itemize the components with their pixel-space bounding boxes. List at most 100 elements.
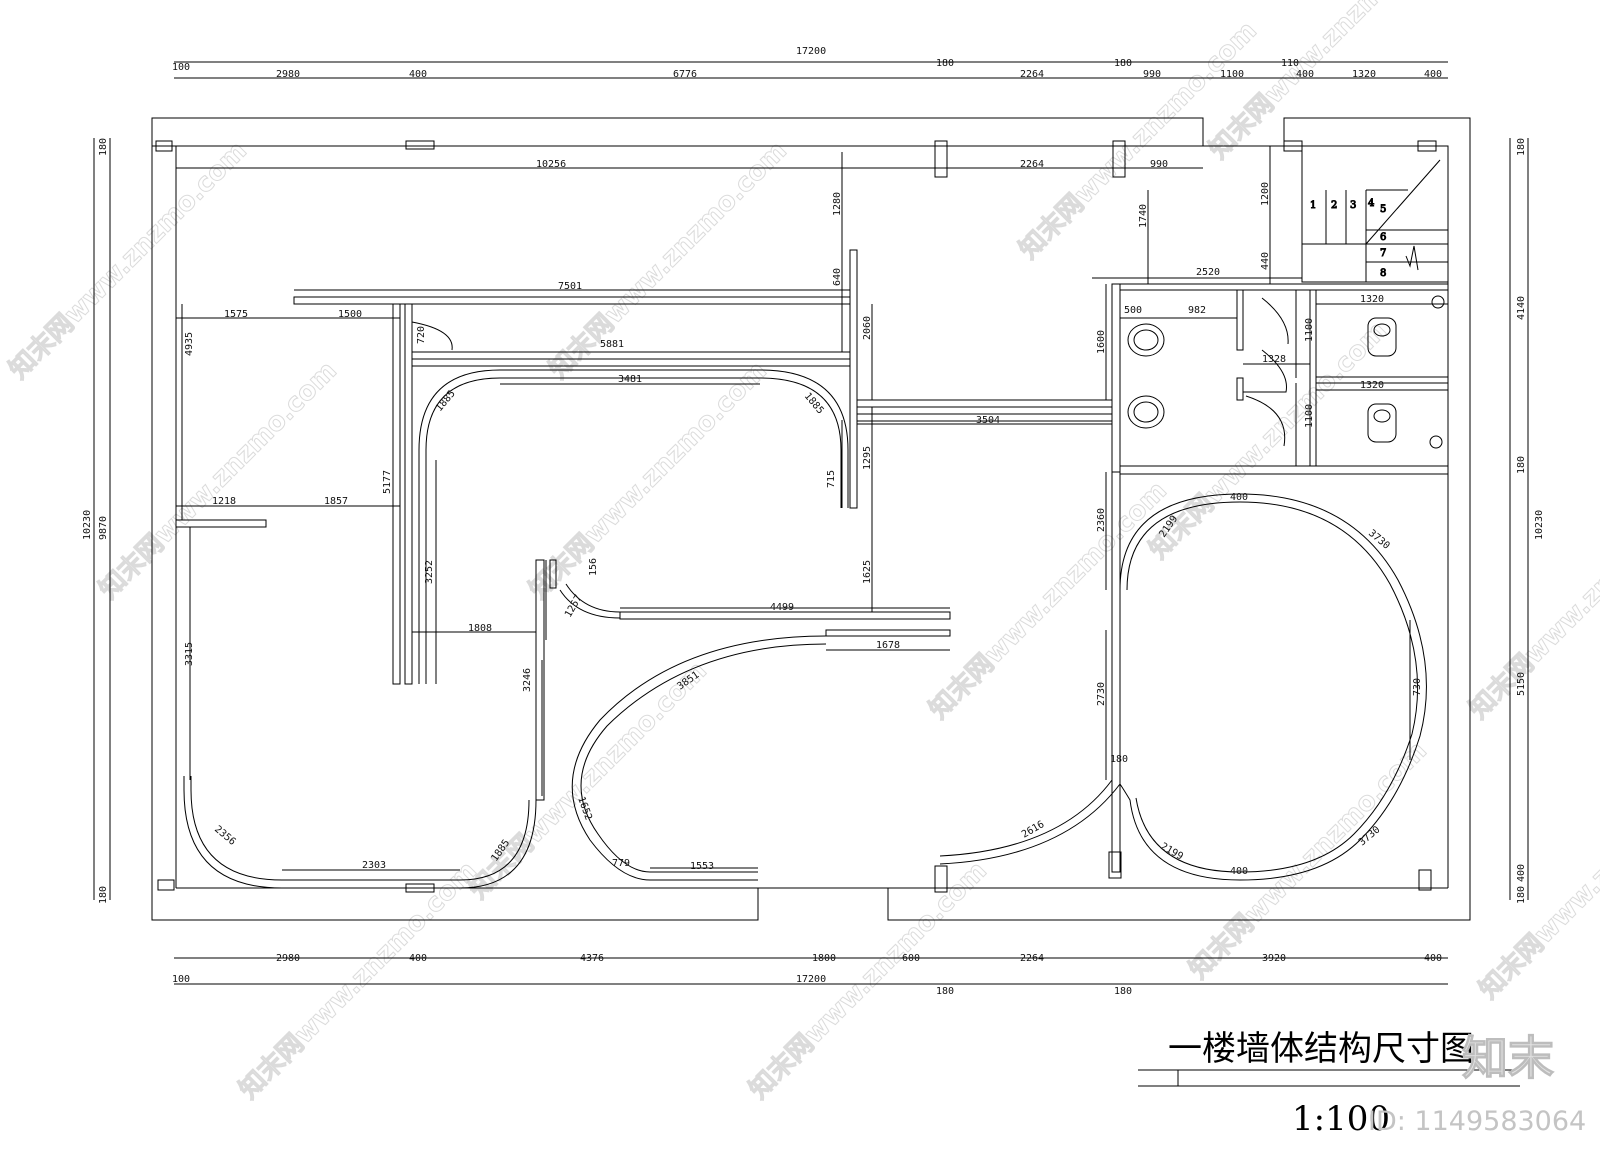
dim-interior: 2360 [1096, 508, 1107, 532]
dim-interior: 1500 [338, 309, 362, 320]
watermark-text: 知末网www.znzmo.com [234, 856, 483, 1105]
watermark-text: 知末网www.znzmo.com [4, 136, 253, 385]
watermark-text: 知末网www.znzmo.com [544, 136, 793, 385]
dim-inner-top: 10256 [536, 159, 566, 170]
dim-top-seg: 1100 [1220, 69, 1244, 80]
dim-interior: 4935 [184, 332, 195, 356]
dim-interior: 1600 [1096, 330, 1107, 354]
dim-interior: 400 [1230, 492, 1248, 503]
dim-interior: 5177 [382, 470, 393, 494]
stair-step-8: 8 [1380, 268, 1386, 279]
stair-step-3: 3 [1350, 200, 1356, 211]
dim-interior: 2356 [212, 824, 238, 848]
dim-top-seg: 400 [1296, 69, 1314, 80]
dim-interior: 3246 [522, 668, 533, 692]
dim-interior: 2520 [1196, 267, 1220, 278]
dim-top-seg: 1320 [1352, 69, 1376, 80]
dim-right: 180 [1516, 456, 1527, 474]
dimension-text: 17200 100 2980 400 6776 180 2264 180 990… [82, 46, 1545, 997]
dim-interior: 1857 [324, 496, 348, 507]
dim-interior: 1100 [1304, 318, 1315, 342]
dim-top-seg: 2264 [1020, 69, 1044, 80]
dim-interior: 1200 [1260, 182, 1271, 206]
dim-top-seg: 180 [936, 58, 954, 69]
dim-bottom-small: 180 [936, 986, 954, 997]
stair-step-4: 4 [1368, 198, 1374, 209]
drawing-title: 一楼墙体结构尺寸图 [1168, 1029, 1474, 1069]
dim-interior: 1280 [832, 192, 843, 216]
dim-right: 180 [1516, 886, 1527, 904]
dim-bottom-seg: 2980 [276, 953, 300, 964]
dim-top-total: 17200 [796, 46, 826, 57]
dim-interior: 982 [1188, 305, 1206, 316]
dim-interior: 1553 [690, 861, 714, 872]
squat-toilet-2 [1368, 404, 1396, 442]
dim-bottom-seg: 600 [902, 953, 920, 964]
dim-bottom-small: 100 [172, 974, 190, 985]
watermark-text: 知末网www.znzmo.com [1474, 756, 1600, 1005]
dim-interior: 730 [1412, 678, 1423, 696]
dim-bottom-seg: 3920 [1262, 953, 1286, 964]
watermark-text: 知末网www.znzmo.com [1184, 736, 1433, 985]
dim-interior: 156 [588, 558, 599, 576]
dim-bottom-total: 17200 [796, 974, 826, 985]
watermark-text: 知末网www.znzmo.com [1464, 476, 1600, 725]
dim-bottom-seg: 400 [409, 953, 427, 964]
dim-interior: 1320 [1360, 380, 1384, 391]
dim-top-seg: 2980 [276, 69, 300, 80]
dim-bottom-small: 180 [1114, 986, 1132, 997]
dim-top-seg: 400 [1424, 69, 1442, 80]
dim-interior: 1295 [862, 446, 873, 470]
brand-logo: 知末 [1462, 1031, 1554, 1085]
dim-interior: 779 [612, 858, 630, 869]
dim-interior: 7501 [558, 281, 582, 292]
dim-right: 180 [1516, 138, 1527, 156]
watermark-text: 知末网www.znzmo.com [94, 356, 343, 605]
watermark-text: 知末网www.znzmo.com [924, 476, 1173, 725]
stair-step-7: 7 [1380, 248, 1386, 259]
dim-top-seg: 100 [172, 62, 190, 73]
dim-top-seg: 180 [1114, 58, 1132, 69]
dim-interior: 715 [826, 470, 837, 488]
sink-2 [1127, 395, 1165, 429]
dim-inner-top: 990 [1150, 159, 1168, 170]
stair-step-1: 1 [1310, 200, 1316, 211]
dim-bottom-seg: 4376 [580, 953, 604, 964]
dim-interior: 1328 [1262, 354, 1286, 365]
dim-left: 180 [98, 886, 109, 904]
dim-bottom-seg: 2264 [1020, 953, 1044, 964]
dim-interior: 1320 [1360, 294, 1384, 305]
stair-step-6: 6 [1380, 232, 1386, 243]
dim-left: 180 [98, 138, 109, 156]
staircase: 1 2 3 4 5 6 7 8 [1302, 146, 1448, 282]
dim-interior: 2730 [1096, 682, 1107, 706]
dim-interior: 5881 [600, 339, 624, 350]
dim-interior: 400 [1230, 866, 1248, 877]
image-id: ID: 1149583064 [1368, 1106, 1586, 1137]
dim-top-seg: 6776 [673, 69, 697, 80]
dim-bottom-seg: 400 [1424, 953, 1442, 964]
dim-interior: 720 [416, 326, 427, 344]
dim-interior: 3504 [976, 415, 1000, 426]
dim-interior: 1625 [862, 560, 873, 584]
dim-interior: 3730 [1366, 528, 1392, 552]
dim-left: 9870 [98, 516, 109, 540]
dim-interior: 1885 [802, 391, 826, 417]
dim-interior: 3481 [618, 374, 642, 385]
dim-interior: 1100 [1304, 404, 1315, 428]
dim-interior: 180 [1110, 754, 1128, 765]
dim-top-seg: 990 [1143, 69, 1161, 80]
dim-interior: 2060 [862, 316, 873, 340]
dim-top-seg: 110 [1281, 58, 1299, 69]
dim-interior: 640 [832, 268, 843, 286]
dim-top-seg: 400 [409, 69, 427, 80]
dim-interior: 1740 [1138, 204, 1149, 228]
dim-interior: 1575 [224, 309, 248, 320]
dim-right: 4140 [1516, 296, 1527, 320]
dim-interior: 1678 [876, 640, 900, 651]
dim-interior: 1808 [468, 623, 492, 634]
dim-interior: 500 [1124, 305, 1142, 316]
sink-1 [1127, 323, 1165, 357]
dim-bottom-seg: 1800 [812, 953, 836, 964]
